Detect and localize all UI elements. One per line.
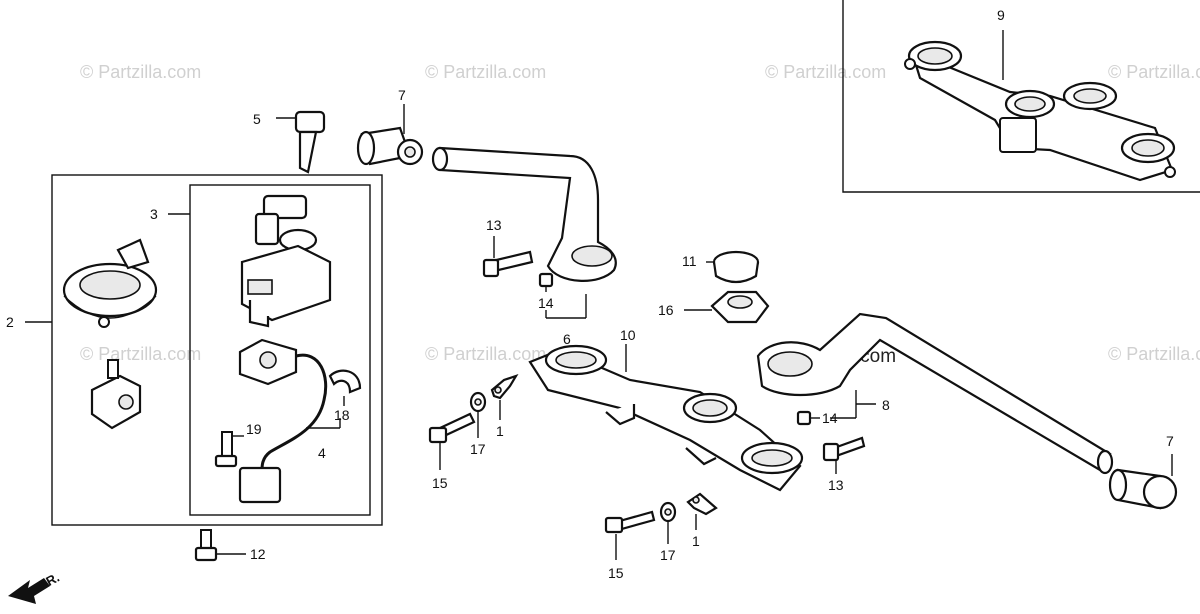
bolt-part-15-lower (604, 510, 656, 560)
washer-part-17-lower (659, 501, 677, 544)
watermark-1: © Partzilla.com (80, 62, 201, 82)
callout-15-lower: 15 (608, 565, 624, 581)
clip-part-1-lower (686, 492, 718, 530)
upper-fork-bridge-part-9 (904, 40, 1176, 182)
arrow-icon (8, 578, 50, 604)
nut-part-16 (684, 290, 770, 324)
ignition-switch-part-3 (240, 194, 332, 328)
watermark-3: © Partzilla.com (765, 62, 886, 82)
watermark-4: © Partzilla.com (1108, 62, 1200, 82)
callout-15-upper: 15 (432, 475, 448, 491)
callout-11: 11 (682, 253, 697, 269)
callout-8: 8 (882, 397, 890, 413)
watermark-5: © Partzilla.com (80, 344, 201, 364)
screw-part-14-upper (538, 272, 554, 292)
callout-1-lower: 1 (692, 533, 700, 549)
watermark-2: © Partzilla.com (425, 62, 546, 82)
callout-14-lower: 14 (822, 410, 838, 426)
bolt-part-19 (214, 431, 244, 468)
bolt-part-15-upper (428, 412, 476, 470)
key-part-5 (276, 110, 326, 174)
right-handlebar-part-8 (756, 312, 1114, 475)
callout-6: 6 (563, 331, 571, 347)
callout-14-upper: 14 (538, 295, 554, 311)
callout-18: 18 (334, 407, 350, 423)
callout-16: 16 (658, 302, 674, 318)
clip-part-1-upper (490, 374, 519, 420)
callout-12: 12 (250, 546, 266, 562)
lower-fork-bridge-part-10 (528, 344, 804, 492)
fuel-cap (62, 238, 158, 328)
switch-wiring-part-4 (238, 338, 341, 504)
callout-5: 5 (253, 111, 261, 127)
bolt-part-13-upper (482, 236, 534, 278)
screw-part-14-lower (796, 410, 820, 426)
bolt-part-13-lower (822, 436, 866, 474)
top-bridge-inset: 9 (842, 0, 1200, 193)
callout-7-bottom: 7 (1166, 433, 1174, 449)
callout-1-upper: 1 (496, 423, 504, 439)
ignition-switch-group: 2 3 5 (6, 110, 383, 562)
callout-3: 3 (150, 206, 158, 222)
left-handlebar-part-6 (431, 146, 617, 319)
callout-4: 4 (318, 445, 326, 461)
clamp-part-18 (328, 369, 362, 406)
callout-17-upper: 17 (470, 441, 486, 457)
callout-2: 2 (6, 314, 14, 330)
seat-lock (90, 359, 142, 430)
bar-end-weight-top-part-7 (356, 104, 424, 166)
watermark-7: © Partzilla.com (1108, 344, 1200, 364)
bolt-part-12 (194, 529, 246, 562)
callout-13-upper: 13 (486, 217, 502, 233)
washer-part-17-upper (469, 391, 487, 438)
bar-end-weight-bottom-part-7 (1108, 454, 1178, 510)
front-direction-marker: FR. (8, 570, 62, 604)
watermark-6: © Partzilla.com (425, 344, 546, 364)
callout-17-lower: 17 (660, 547, 676, 563)
callout-19: 19 (246, 421, 262, 437)
callout-13-lower: 13 (828, 477, 844, 493)
callout-9: 9 (997, 7, 1005, 23)
callout-7-top: 7 (398, 87, 406, 103)
cap-part-11 (706, 250, 760, 284)
callout-10: 10 (620, 327, 636, 343)
